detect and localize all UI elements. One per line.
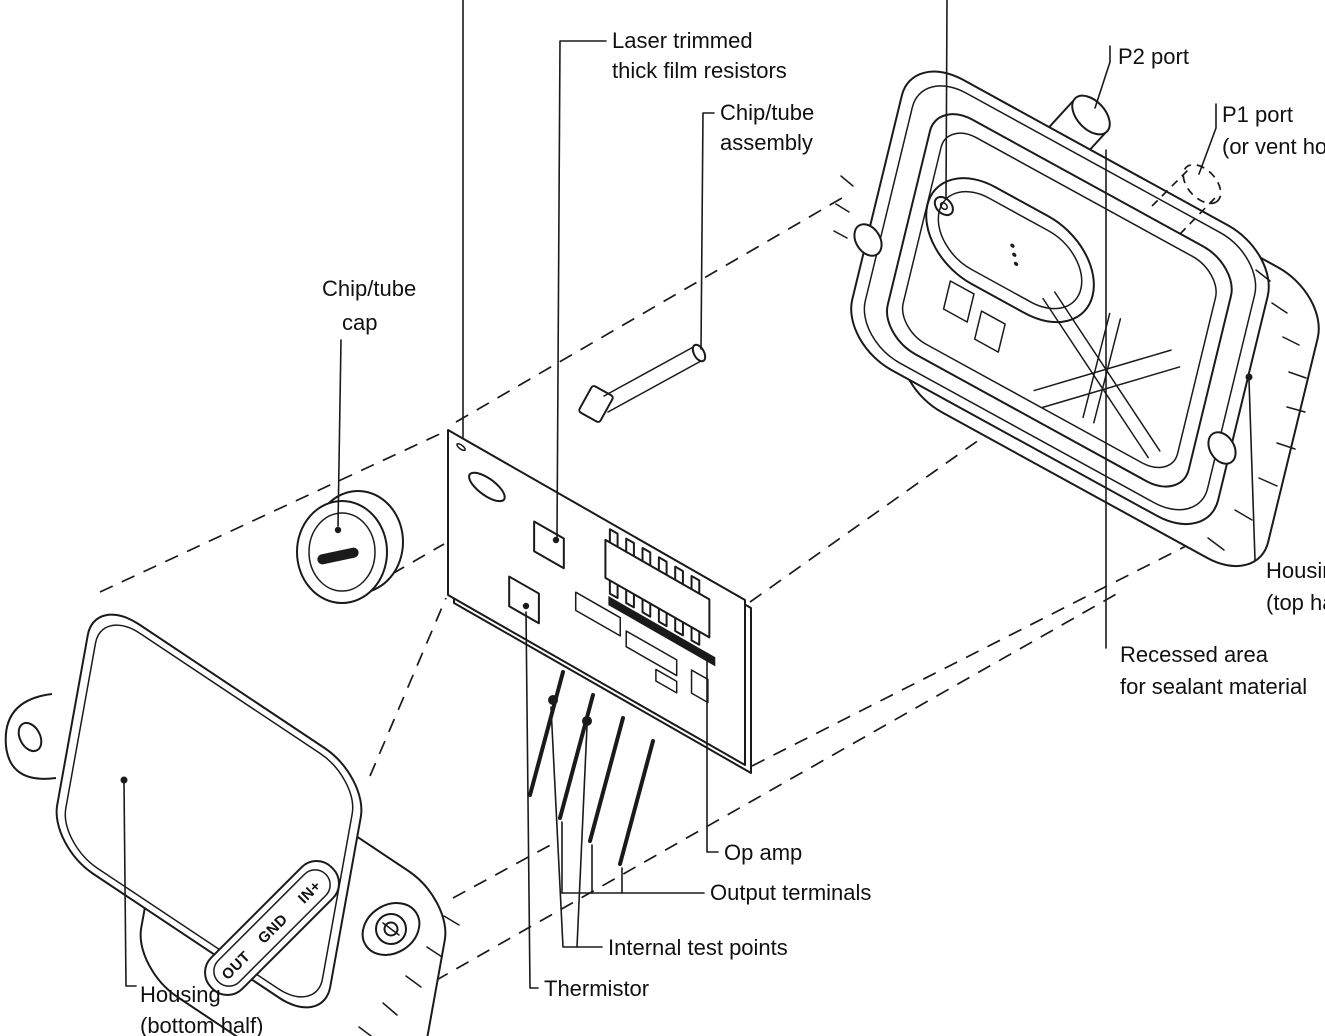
label-op-amp: Op amp <box>724 840 802 865</box>
board-component <box>692 670 708 702</box>
board-component <box>576 592 621 636</box>
bottom-housing: OUT GND IN+ <box>4 595 460 1036</box>
recess-detail-block <box>975 311 1005 352</box>
label-housing-top-line1: Housing <box>1266 558 1325 583</box>
label-housing-bottom-line1: Housing <box>140 982 221 1007</box>
p1-port-hidden <box>1151 163 1222 235</box>
leader-internal-test-points <box>550 706 603 948</box>
leader-chip-tube-cap <box>337 339 342 527</box>
leader-op-amp <box>706 653 719 853</box>
label-p1-port-line2: (or vent hole) <box>1222 134 1325 159</box>
circuit-board <box>448 430 751 866</box>
label-chip-tube-cap-line1: Chip/tube <box>322 276 416 301</box>
mounting-hole <box>1207 431 1237 465</box>
edge-hatching <box>833 175 1307 551</box>
label-p2-port: P2 port <box>1118 44 1189 69</box>
leader-chip-tube-assembly <box>700 112 715 350</box>
board-corner-hole <box>457 442 465 451</box>
laser-trimmed-resistor <box>534 522 564 569</box>
label-p1-port-line1: P1 port <box>1222 102 1293 127</box>
recess-detail-block <box>944 281 974 322</box>
leader-lines <box>120 0 1256 989</box>
output-terminal-pins <box>528 670 655 866</box>
leader-output-terminals <box>561 821 705 894</box>
board-component <box>656 669 677 692</box>
mounting-ear <box>4 693 57 780</box>
seat-dots <box>1010 243 1019 266</box>
mounting-hole <box>853 223 883 257</box>
thermistor-chip <box>509 577 539 624</box>
label-internal-test-points: Internal test points <box>608 935 788 960</box>
label-laser-trimmed-line1: Laser trimmed <box>612 28 753 53</box>
label-thermistor: Thermistor <box>544 976 649 1001</box>
board-face <box>448 430 745 765</box>
leader-housing-bottom <box>123 782 137 987</box>
board-mounting-hole <box>469 467 505 507</box>
op-amp-ic <box>605 527 716 667</box>
cap-slot <box>317 547 359 565</box>
top-housing <box>833 52 1325 586</box>
label-housing-top-line2: (top half) <box>1266 590 1325 615</box>
chip-tube-cap <box>296 490 404 604</box>
bottom-housing-hatching <box>358 915 460 1036</box>
label-recessed-area-line1: Recessed area <box>1120 642 1269 667</box>
internal-ribs <box>1020 279 1184 469</box>
chip-tube-assembly <box>578 343 707 423</box>
label-chip-tube-assembly-line2: assembly <box>720 130 813 155</box>
top-housing-face <box>842 52 1278 544</box>
leader-laser-trimmed <box>556 40 607 538</box>
text-labels: Laser trimmed thick film resistors Chip/… <box>140 28 1325 1036</box>
screw-boss <box>361 902 421 956</box>
test-point-dot <box>582 716 592 726</box>
label-housing-bottom-line2: (bottom half) <box>140 1013 264 1036</box>
board-component <box>626 631 676 676</box>
label-chip-tube-assembly-line1: Chip/tube <box>720 100 814 125</box>
terminal-label-strip: OUT GND IN+ <box>204 860 340 996</box>
label-recessed-area-line2: for sealant material <box>1120 674 1307 699</box>
cutoff-leader-line-port <box>945 0 948 199</box>
leader-p1-port <box>1198 103 1217 175</box>
leader-thermistor <box>525 611 539 989</box>
leader-p2-port <box>1094 45 1111 109</box>
test-point-dot <box>548 695 558 705</box>
label-laser-trimmed-line2: thick film resistors <box>612 58 787 83</box>
label-output-terminals: Output terminals <box>710 880 871 905</box>
label-chip-tube-cap-line2: cap <box>342 310 377 335</box>
leader-housing-top <box>1248 379 1256 561</box>
